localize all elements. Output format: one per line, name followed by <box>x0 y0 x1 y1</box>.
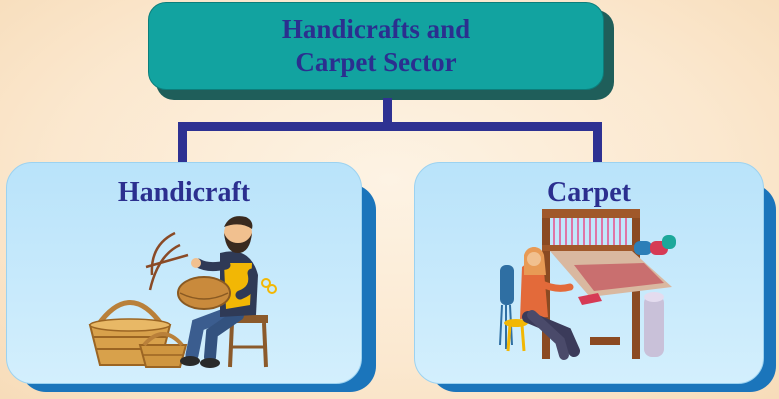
basket-weaver-illustration <box>88 216 277 368</box>
root-node-title-line1: Handicrafts and <box>281 14 471 44</box>
connector-root-stem <box>383 98 392 128</box>
connector-left-drop <box>178 122 187 168</box>
carpet-node-title: Carpet <box>547 177 631 208</box>
connector-right-drop <box>593 122 602 168</box>
handicraft-node-title: Handicraft <box>117 177 251 208</box>
loom-weaver-illustration <box>499 209 676 360</box>
root-node-title-line2: Carpet Sector <box>295 47 457 77</box>
connector-horizontal-bar <box>178 122 602 131</box>
root-node: Handicrafts and Carpet Sector <box>148 2 604 90</box>
